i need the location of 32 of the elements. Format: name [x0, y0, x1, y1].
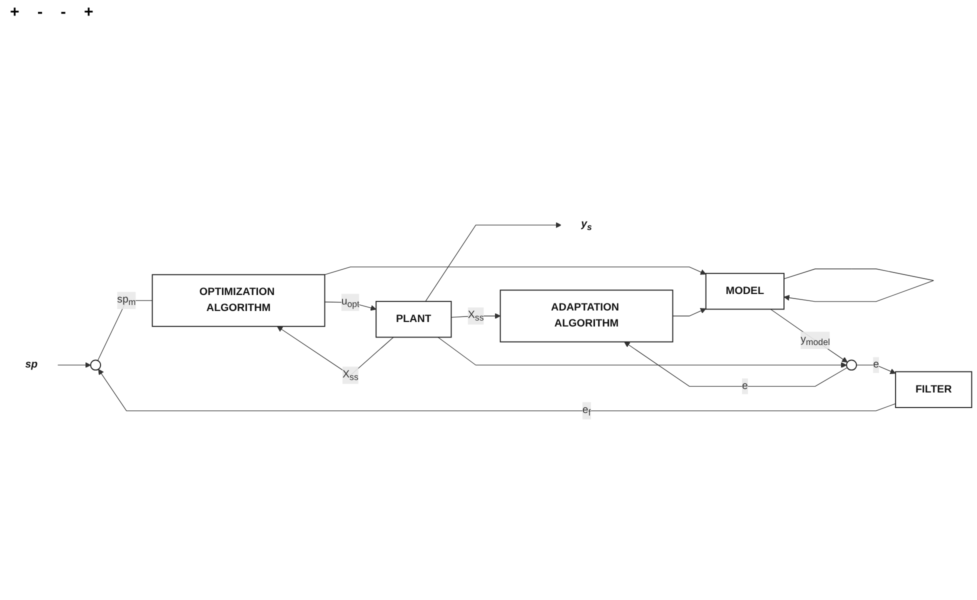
arrow: [624, 342, 848, 387]
arrow: [98, 368, 896, 412]
node-circle: [846, 360, 857, 371]
arrow: [770, 308, 848, 363]
edge-label: sp$_{m}$: [117, 294, 136, 308]
arrow: [324, 266, 706, 275]
node-box: PLANT: [376, 300, 452, 338]
sign-label: -: [37, 4, 43, 22]
node-box: FILTER: [895, 371, 972, 408]
node-box: ADAPTATION ALGORITHM: [500, 290, 674, 342]
edge-label: X$_{ss}$: [468, 309, 484, 323]
edge-label: e: [873, 359, 879, 370]
arrow: [784, 268, 934, 302]
node-box: MODEL: [705, 272, 784, 310]
arrow: [856, 364, 896, 374]
node-text: y$_{s}$: [581, 218, 592, 232]
sign-label: +: [84, 4, 94, 22]
arrow: [438, 336, 847, 368]
edge-label: X$_{ss}$: [342, 368, 358, 382]
connector: [97, 300, 153, 361]
sign-label: -: [60, 4, 66, 22]
node-box: OPTIMIZATION ALGORITHM: [152, 274, 326, 327]
node-text: sp: [25, 359, 38, 370]
arrow: [57, 362, 91, 368]
sign-label: +: [10, 4, 20, 22]
edge-label: e$_{f}$: [582, 404, 591, 418]
arrow: [672, 308, 706, 316]
edge-label: e: [742, 380, 748, 392]
arrow: [425, 222, 562, 302]
edge-label: u$_{opt}$: [341, 296, 360, 310]
edge-label: y$_{model}$: [800, 334, 830, 348]
node-circle: [90, 360, 102, 371]
